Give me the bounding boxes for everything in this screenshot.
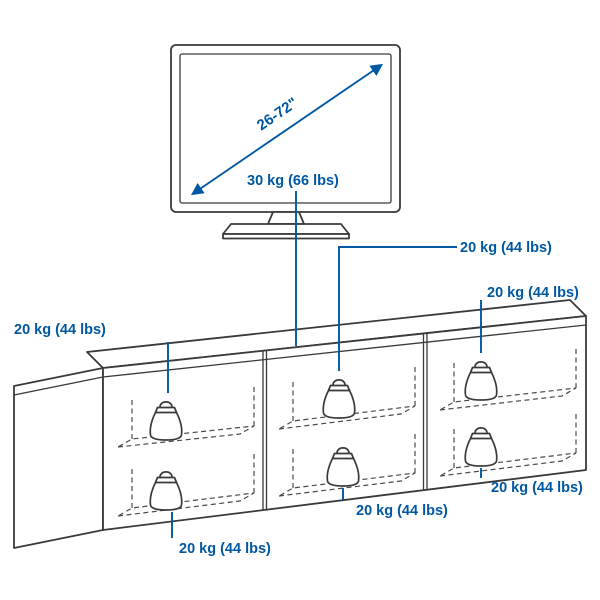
leader-line-middle-top <box>338 246 457 371</box>
tv-screen <box>179 53 392 204</box>
diagonal-size-arrow <box>190 63 384 196</box>
capacity-leader-lines <box>167 191 482 538</box>
bench-top-panel-edge <box>102 324 587 378</box>
top-surface-capacity-label: 30 kg (66 lbs) <box>247 173 339 189</box>
bench-top-panel-edge-left <box>13 376 104 396</box>
tv-bench-illustration <box>13 299 587 549</box>
shelf-capacity-label-bottom-left: 20 kg (44 lbs) <box>179 541 271 557</box>
shelf-capacity-label-middle-top: 20 kg (44 lbs) <box>460 240 552 256</box>
shelf-capacity-label-right-bottom: 20 kg (44 lbs) <box>491 480 583 496</box>
tv-illustration <box>170 44 401 240</box>
bench-front-face <box>102 315 587 531</box>
hidden-shelf-outlines <box>117 348 577 517</box>
shelf-capacity-label-middle-bottom: 20 kg (44 lbs) <box>356 503 448 519</box>
tv-stand-neck <box>267 211 305 225</box>
tv-stand-base <box>222 223 350 235</box>
bench-left-face <box>13 367 104 549</box>
tv-stand-base-front <box>222 233 350 240</box>
shelf-capacity-label-right-top: 20 kg (44 lbs) <box>487 285 579 301</box>
shelf-capacity-label-top-left: 20 kg (44 lbs) <box>14 322 106 338</box>
